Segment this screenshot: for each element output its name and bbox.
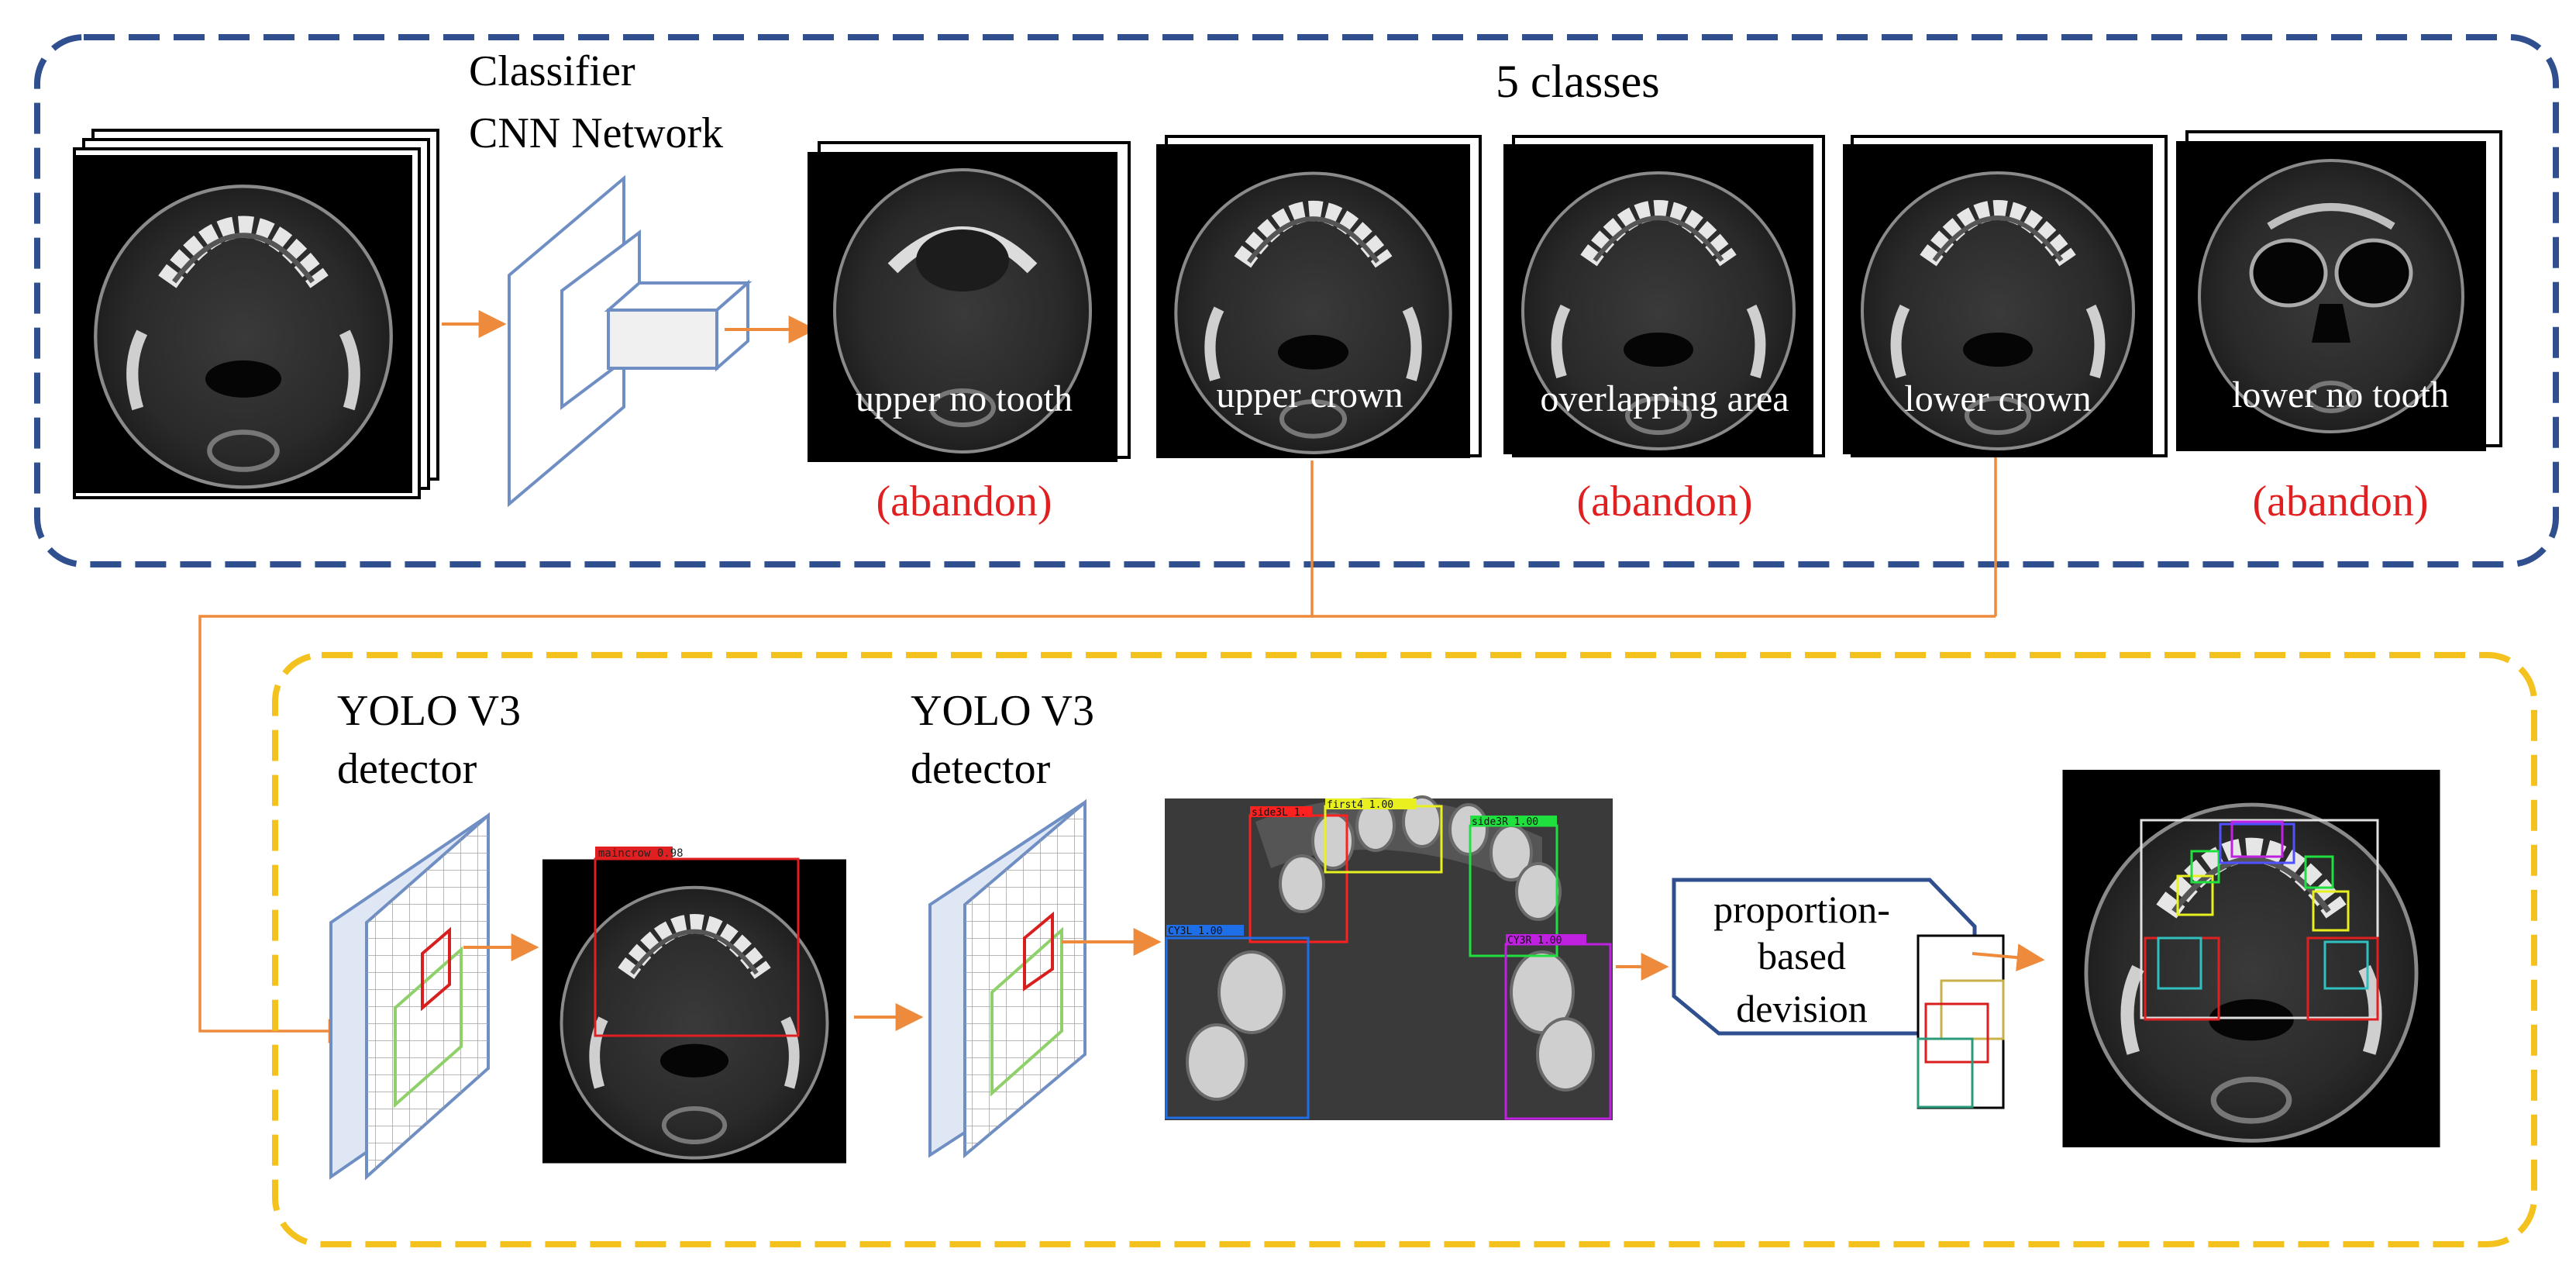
detector1-label-line2: detector: [337, 745, 477, 793]
division-boxes-icon: [1917, 934, 2005, 1109]
class-image-lower-no-tooth: [2176, 130, 2502, 451]
final-segmentation-image: [2063, 770, 2440, 1147]
detection-tag-first4: first4 1.00: [1327, 799, 1393, 811]
class-label-upper-no-tooth: upper no tooth: [856, 378, 1073, 419]
class-image-upper-no-tooth: [808, 141, 1131, 462]
class-image-lower-crown: [1843, 135, 2168, 457]
classes-title: 5 classes: [1496, 56, 1660, 107]
tooth-detection-crop: side3L 1. first4 1.00 side3R 1.00 CY3L 1…: [1165, 795, 1613, 1120]
yolo-detector-1-grid: [329, 812, 490, 1181]
detection-tag-side3r: side3R 1.00: [1472, 816, 1538, 828]
division-label-line2: based: [1758, 934, 1846, 978]
detection-tag-cy3l: CY3L 1.00: [1168, 926, 1222, 937]
connector-selected-to-detector: [198, 460, 1314, 1043]
roi-ct-image: maincrow 0.98: [542, 847, 846, 1164]
arrow-division-to-result: [1972, 943, 2045, 972]
class-status-lower-no-tooth: (abandon): [2252, 478, 2428, 526]
detection-panel-border: [272, 652, 2537, 1247]
cnn-network-icon: [508, 174, 752, 508]
detector2-label-line1: YOLO V3: [911, 687, 1094, 735]
classifier-label-line1: Classifier: [469, 47, 635, 95]
division-label-line3: devision: [1736, 987, 1867, 1030]
input-ct-stack: [73, 129, 439, 499]
class-label-lower-crown: lower crown: [1904, 378, 2091, 419]
classifier-panel-border: [34, 34, 2559, 567]
class-image-overlapping-area: [1503, 135, 1825, 457]
class-image-upper-crown: [1156, 135, 1482, 458]
detection-tag-cy3r: CY3R 1.00: [1507, 935, 1562, 947]
detection-tag-side3l: side3L 1.: [1252, 807, 1306, 819]
yolo-detector-2-grid: [928, 798, 1087, 1159]
detector2-label-line2: detector: [911, 745, 1051, 793]
class-status-upper-no-tooth: (abandon): [876, 478, 1052, 526]
roi-box-tag: maincrow 0.98: [598, 847, 684, 860]
classifier-label-line2: CNN Network: [469, 109, 723, 157]
division-label-line1: proportion-: [1713, 888, 1890, 931]
class-label-lower-no-tooth: lower no tooth: [2232, 374, 2449, 416]
class-label-upper-crown: upper crown: [1216, 374, 1403, 416]
class-label-overlapping-area: overlapping area: [1540, 378, 1789, 419]
proportion-division-box: proportion- based devision: [1672, 878, 1977, 1036]
class-status-overlapping-area: (abandon): [1576, 478, 1752, 526]
detector1-label-line1: YOLO V3: [337, 687, 521, 735]
